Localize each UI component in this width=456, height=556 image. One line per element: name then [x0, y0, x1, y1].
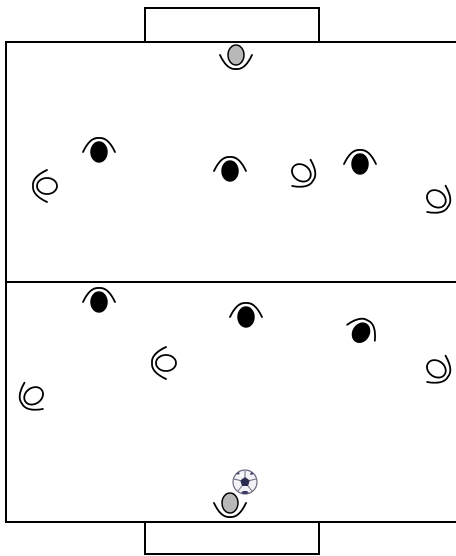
player-body — [238, 307, 254, 327]
player-body — [424, 357, 450, 382]
player-marker-outline-3[interactable] — [419, 180, 456, 220]
player-marker-filled-4[interactable] — [83, 288, 115, 312]
player-body — [349, 320, 373, 345]
player-body — [222, 493, 238, 513]
player-marker-filled-6[interactable] — [342, 313, 382, 350]
player-body — [156, 355, 176, 371]
ball-layer — [233, 470, 257, 494]
player-body — [228, 45, 244, 65]
pitch-lines — [6, 8, 456, 554]
player-arms — [33, 170, 47, 202]
player-marker-outline-6[interactable] — [419, 350, 456, 390]
player-body — [424, 187, 450, 212]
player-marker-filled-1[interactable] — [83, 138, 115, 162]
player-marker-outline-5[interactable] — [13, 377, 51, 417]
player-marker-filled-2[interactable] — [214, 157, 246, 181]
goal-top — [145, 8, 319, 42]
player-body — [222, 161, 238, 181]
soccer-ball-icon[interactable] — [233, 470, 257, 494]
player-marker-gk-top[interactable] — [220, 45, 252, 69]
player-marker-filled-3[interactable] — [344, 150, 376, 174]
player-marker-outline-4[interactable] — [152, 347, 176, 379]
player-body — [352, 154, 368, 174]
player-body — [37, 178, 57, 194]
player-marker-gk-bottom[interactable] — [214, 493, 246, 517]
player-body — [91, 142, 107, 162]
player-marker-filled-5[interactable] — [230, 303, 262, 327]
player-marker-outline-1[interactable] — [33, 170, 57, 202]
player-body — [91, 292, 107, 312]
player-body — [289, 161, 315, 186]
player-marker-outline-2[interactable] — [284, 154, 322, 194]
player-body — [21, 384, 47, 409]
goal-bottom — [145, 522, 319, 554]
player-arms — [152, 347, 166, 379]
